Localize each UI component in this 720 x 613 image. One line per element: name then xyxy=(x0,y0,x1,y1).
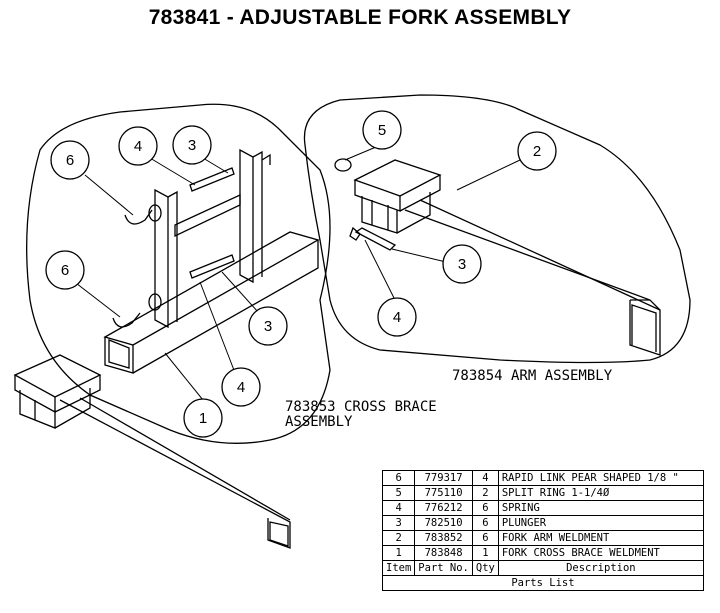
callout-label: 3 xyxy=(458,256,466,273)
desc-cell: RAPID LINK PEAR SHAPED 1/8 " xyxy=(497,470,704,486)
cross-brace-bubble-outline xyxy=(26,103,331,444)
pear-links xyxy=(112,204,162,328)
desc-cell: FORK CROSS BRACE WELDMENT xyxy=(497,545,704,561)
callout-bubble-6-lower xyxy=(45,250,85,290)
item-cell: 3 xyxy=(381,515,416,531)
table-row: 3 782510 6 PLUNGER xyxy=(381,515,704,531)
split-ring xyxy=(334,158,352,172)
callout-bubble-4-lower xyxy=(221,367,261,407)
leader-lines xyxy=(71,146,521,401)
table-header-row: Item Part No. Qty Description xyxy=(381,560,704,576)
callout-bubble-3-upper xyxy=(172,125,212,165)
callout-bubble-2 xyxy=(517,131,557,171)
parts-list-caption: Parts List xyxy=(382,575,704,591)
callout-bubble-3-lower xyxy=(248,306,288,346)
callout-bubble-4-upper xyxy=(118,126,158,166)
callout-label: 2 xyxy=(533,143,541,160)
qty-cell: 6 xyxy=(471,530,499,546)
callout-bubble-3-arm xyxy=(442,244,482,284)
callout-label: 3 xyxy=(188,137,196,154)
callout-bubble-5 xyxy=(362,110,402,150)
callout-bubble-1 xyxy=(183,398,223,438)
cross-brace-plungers xyxy=(189,153,271,279)
table-row: 2 783852 6 FORK ARM WELDMENT xyxy=(381,530,704,546)
desc-cell: FORK ARM WELDMENT xyxy=(497,530,704,546)
part-cell: 779317 xyxy=(414,470,473,486)
callout-label: 6 xyxy=(66,152,74,169)
callout-label: 4 xyxy=(237,379,245,396)
page-title: 783841 - ADJUSTABLE FORK ASSEMBLY xyxy=(148,6,572,29)
desc-cell: SPRING xyxy=(497,500,704,516)
qty-cell: 4 xyxy=(471,470,499,486)
qty-cell: 1 xyxy=(471,545,499,561)
item-cell: 1 xyxy=(381,545,416,561)
callout-label: 3 xyxy=(264,318,272,335)
callout-label: 1 xyxy=(199,410,207,427)
callout-bubble-4-arm xyxy=(377,297,417,337)
qty-cell: 6 xyxy=(471,500,499,516)
cross-brace-weldment xyxy=(103,148,320,374)
part-cell: 776212 xyxy=(414,500,473,516)
arm-plunger xyxy=(349,226,397,251)
part-cell: 782510 xyxy=(414,515,473,531)
part-cell: 783852 xyxy=(414,530,473,546)
header-item: Item xyxy=(381,560,416,576)
cross-brace-label-line1: 783853 CROSS BRACE xyxy=(285,399,437,415)
qty-cell: 2 xyxy=(471,485,499,501)
table-row: 1 783848 1 FORK CROSS BRACE WELDMENT xyxy=(381,545,704,561)
arm-assembly-label: 783854 ARM ASSEMBLY xyxy=(452,368,613,384)
arm-weldment-lower xyxy=(13,354,291,549)
callout-label: 6 xyxy=(61,262,69,279)
header-part: Part No. xyxy=(414,560,473,576)
desc-cell: PLUNGER xyxy=(497,515,704,531)
header-qty: Qty xyxy=(471,560,499,576)
callout-bubble-6-upper xyxy=(50,140,90,180)
table-row: 4 776212 6 SPRING xyxy=(381,500,704,516)
part-cell: 783848 xyxy=(414,545,473,561)
callout-label: 5 xyxy=(378,122,386,139)
table-caption-row: Parts List xyxy=(382,575,704,591)
callout-label: 4 xyxy=(393,309,401,326)
arm-weldment-upper xyxy=(353,159,661,356)
qty-cell: 6 xyxy=(471,515,499,531)
item-cell: 6 xyxy=(381,470,416,486)
header-description: Description xyxy=(497,560,704,576)
desc-cell: SPLIT RING 1-1/4Ø xyxy=(497,485,704,501)
table-row: 5 775110 2 SPLIT RING 1-1/4Ø xyxy=(381,485,704,501)
cross-brace-label-line2: ASSEMBLY xyxy=(285,414,353,430)
parts-list-table: 6 779317 4 RAPID LINK PEAR SHAPED 1/8 " … xyxy=(381,470,704,591)
callout-label: 4 xyxy=(134,138,142,155)
item-cell: 2 xyxy=(381,530,416,546)
arm-bubble-outline xyxy=(303,94,691,364)
part-cell: 775110 xyxy=(414,485,473,501)
item-cell: 4 xyxy=(381,500,416,516)
table-row: 6 779317 4 RAPID LINK PEAR SHAPED 1/8 " xyxy=(381,470,704,486)
item-cell: 5 xyxy=(381,485,416,501)
